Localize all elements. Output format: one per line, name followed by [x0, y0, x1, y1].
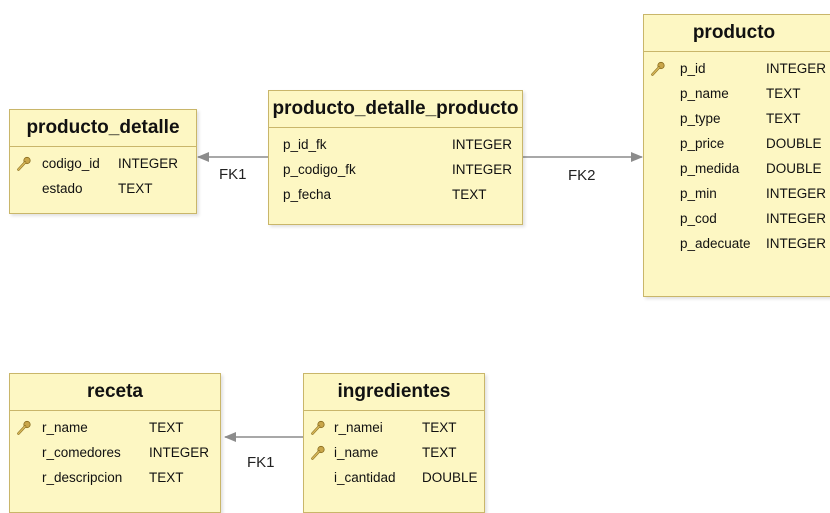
table-row[interactable]: r_namei TEXT	[304, 415, 484, 440]
table-row[interactable]: r_name TEXT	[10, 415, 220, 440]
table-title: producto_detalle	[10, 110, 196, 147]
column-type: DOUBLE	[766, 161, 822, 176]
table-title: producto	[644, 15, 830, 52]
column-name: p_name	[680, 86, 729, 101]
column-type: DOUBLE	[422, 470, 478, 485]
column-name: r_namei	[334, 420, 383, 435]
column-type: INTEGER	[766, 61, 827, 76]
primary-key-icon	[16, 419, 32, 435]
table-title: ingredientes	[304, 374, 484, 411]
table-title: producto_detalle_producto	[269, 91, 522, 128]
table-row[interactable]: i_cantidad DOUBLE	[304, 465, 484, 490]
primary-key-icon	[650, 60, 666, 76]
table-producto-detalle[interactable]: producto_detalle codigo_id INTEGER estado T…	[9, 109, 197, 214]
column-type: TEXT	[422, 445, 457, 460]
column-type: INTEGER	[766, 186, 827, 201]
column-name: p_type	[680, 111, 721, 126]
column-name: estado	[42, 181, 83, 196]
table-row[interactable]: p_min INTEGER	[644, 181, 830, 206]
column-type: TEXT	[452, 187, 487, 202]
column-type: TEXT	[422, 420, 457, 435]
column-type: INTEGER	[452, 162, 513, 177]
relation-label-fk2: FK2	[568, 167, 596, 184]
table-row[interactable]: p_type TEXT	[644, 106, 830, 131]
column-type: TEXT	[766, 111, 801, 126]
column-name: r_name	[42, 420, 88, 435]
table-row[interactable]: p_medida DOUBLE	[644, 156, 830, 181]
table-row[interactable]: p_id INTEGER	[644, 56, 830, 81]
table-row[interactable]: p_adecuate INTEGER	[644, 231, 830, 256]
column-name: p_fecha	[283, 187, 332, 202]
column-name: p_cod	[680, 211, 717, 226]
table-row[interactable]: estado TEXT	[10, 176, 196, 201]
primary-key-icon	[310, 419, 326, 435]
table-row[interactable]: p_fecha TEXT	[269, 182, 522, 207]
table-row[interactable]: r_descripcion TEXT	[10, 465, 220, 490]
column-name: i_cantidad	[334, 470, 396, 485]
column-type: INTEGER	[452, 137, 513, 152]
column-name: p_min	[680, 186, 717, 201]
column-type: INTEGER	[766, 236, 827, 251]
table-row[interactable]: p_id_fk INTEGER	[269, 132, 522, 157]
relation-label-fk1-receta: FK1	[247, 454, 275, 471]
table-row[interactable]: p_cod INTEGER	[644, 206, 830, 231]
column-type: TEXT	[766, 86, 801, 101]
column-name: r_descripcion	[42, 470, 123, 485]
column-type: INTEGER	[766, 211, 827, 226]
column-name: p_codigo_fk	[283, 162, 356, 177]
column-type: TEXT	[149, 420, 184, 435]
column-name: p_adecuate	[680, 236, 751, 251]
primary-key-icon	[310, 444, 326, 460]
column-type: TEXT	[118, 181, 153, 196]
column-name: r_comedores	[42, 445, 121, 460]
table-row[interactable]: r_comedores INTEGER	[10, 440, 220, 465]
column-name: p_medida	[680, 161, 740, 176]
column-type: INTEGER	[149, 445, 210, 460]
column-type: TEXT	[149, 470, 184, 485]
column-name: p_price	[680, 136, 725, 151]
primary-key-icon	[16, 155, 32, 171]
column-name: p_id	[680, 61, 706, 76]
table-row[interactable]: p_price DOUBLE	[644, 131, 830, 156]
column-type: DOUBLE	[766, 136, 822, 151]
table-row[interactable]: i_name TEXT	[304, 440, 484, 465]
column-name: p_id_fk	[283, 137, 327, 152]
table-row[interactable]: codigo_id INTEGER	[10, 151, 196, 176]
column-type: INTEGER	[118, 156, 179, 171]
column-name: codigo_id	[42, 156, 100, 171]
table-row[interactable]: p_name TEXT	[644, 81, 830, 106]
table-row[interactable]: p_codigo_fk INTEGER	[269, 157, 522, 182]
relation-label-fk1: FK1	[219, 166, 247, 183]
column-name: i_name	[334, 445, 379, 460]
table-title: receta	[10, 374, 220, 411]
